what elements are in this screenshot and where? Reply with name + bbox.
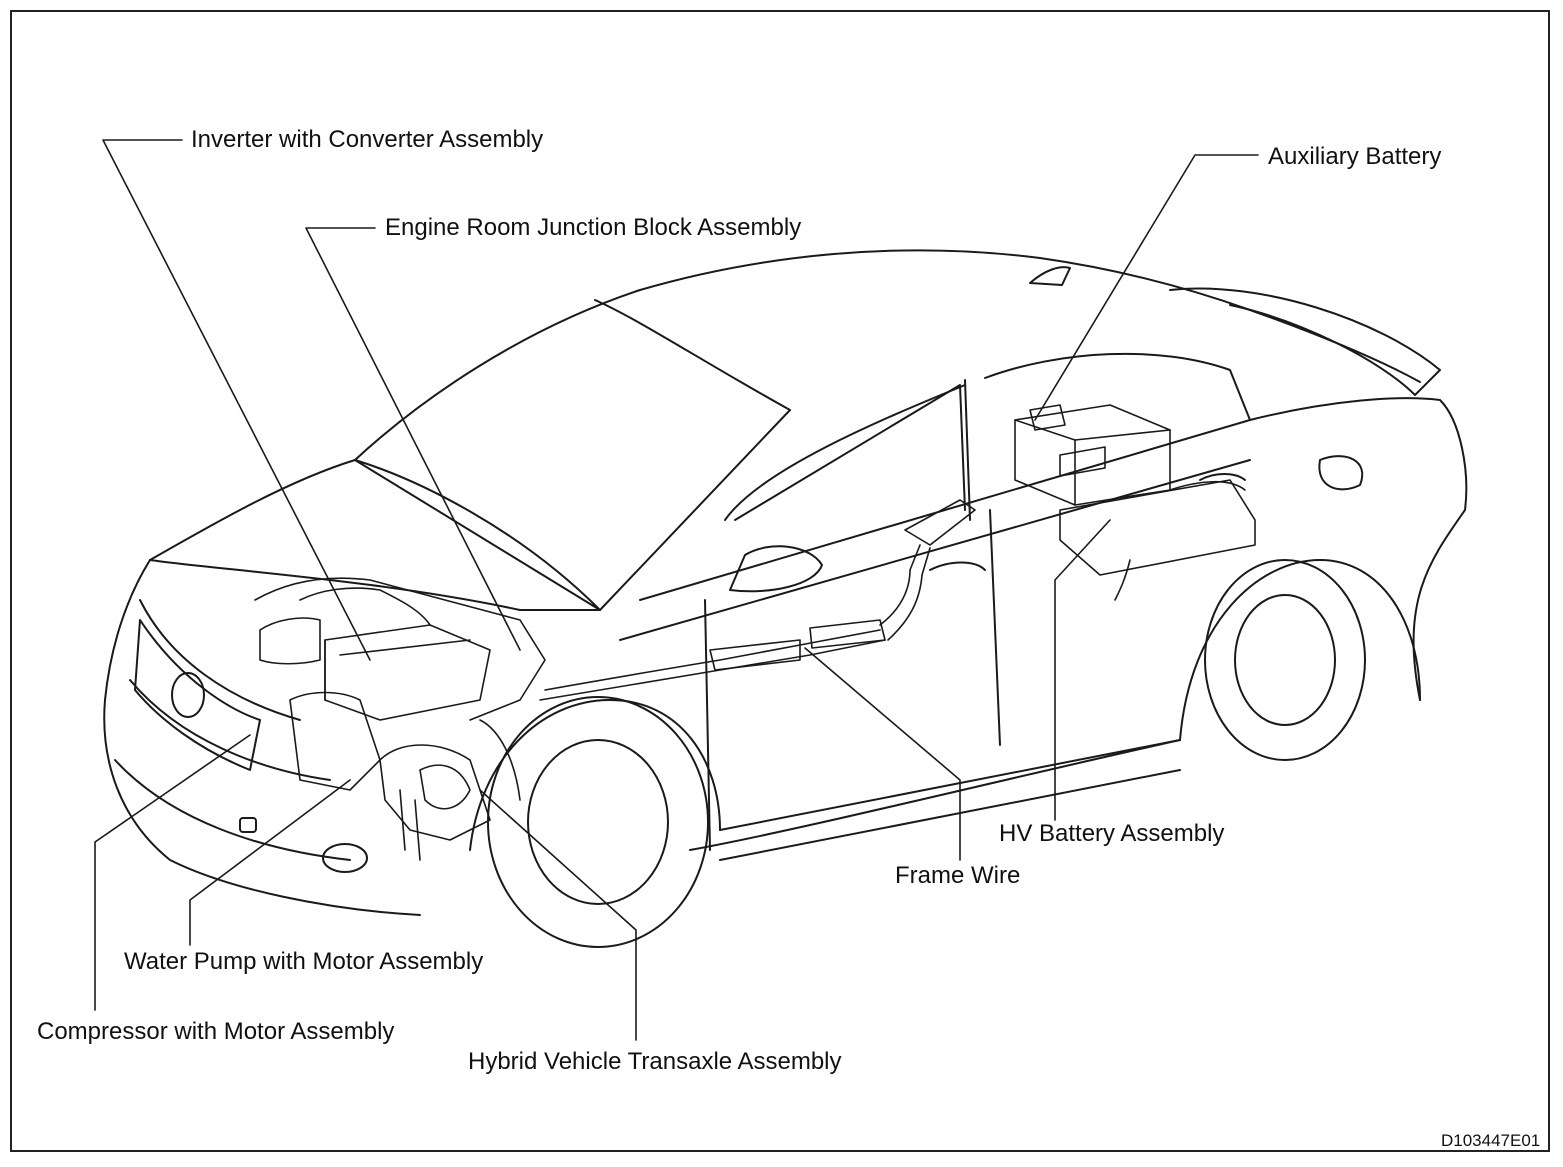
label-hybrid-vehicle-transaxle-assembly: Hybrid Vehicle Transaxle Assembly <box>468 1048 842 1075</box>
label-compressor-with-motor-assembly: Compressor with Motor Assembly <box>37 1018 395 1045</box>
label-auxiliary-battery: Auxiliary Battery <box>1268 143 1442 170</box>
car-body <box>103 249 1468 948</box>
hv-battery-pack <box>1014 404 1256 601</box>
leader-lines <box>94 139 1259 1041</box>
label-water-pump-with-motor-assembly: Water Pump with Motor Assembly <box>124 948 484 975</box>
engine-bay <box>254 499 976 861</box>
diagram-frame <box>10 10 1550 1152</box>
label-frame-wire: Frame Wire <box>895 862 1021 889</box>
label-engine-room-junction-block-assembly: Engine Room Junction Block Assembly <box>385 214 802 241</box>
label-inverter-with-converter-assembly: Inverter with Converter Assembly <box>191 126 544 153</box>
drawing-code: D103447E01 <box>1441 1131 1541 1150</box>
label-hv-battery-assembly: HV Battery Assembly <box>999 820 1225 847</box>
